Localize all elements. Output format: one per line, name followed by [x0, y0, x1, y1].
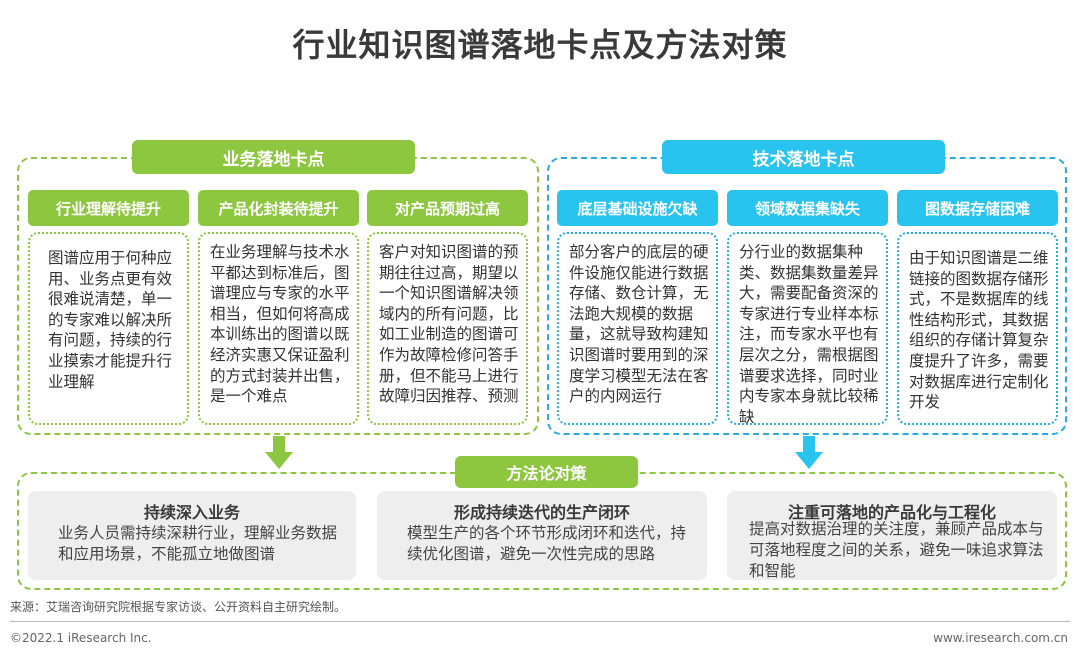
- source-note: 来源：艾瑞咨询研究院根据专家访谈、公开资料自主研究绘制。: [10, 600, 347, 614]
- methods-group-header: 方法论对策: [455, 456, 638, 488]
- technical-group-header: 技术落地卡点: [662, 140, 945, 174]
- method-title: 持续深入业务: [143, 503, 240, 522]
- business-column-title-3: 对产品预期过高: [367, 190, 528, 226]
- method-text: 业务人员需持续深耕行业，理解业务数据和应用场景，不能孤立地做图谱: [58, 524, 338, 563]
- technical-column-title-2: 领域数据集缺失: [727, 190, 888, 226]
- down-arrow-icon: [795, 436, 823, 469]
- method-text: 提高对数据治理的关注度，兼顾产品成本与可落地程度之间的关系，避免一味追求算法和智…: [749, 520, 1044, 580]
- business-group-header: 业务落地卡点: [132, 140, 415, 174]
- technical-column-text-3: 由于知识图谱是二维链接的图数据存储形式，不是数据库的线性结构形式，其数据组织的存…: [897, 232, 1058, 425]
- method-text: 模型生产的各个环节形成闭环和迭代，持续优化图谱，避免一次性完成的思路: [407, 524, 687, 563]
- business-column-title-1: 行业理解待提升: [28, 190, 189, 226]
- business-column-text-1: 图谱应用于何种应用、业务点更有效很难说清楚，单一的专家难以解决所有问题，持续的行…: [28, 232, 189, 425]
- method-title: 形成持续迭代的生产闭环: [453, 503, 630, 522]
- footer-divider: [10, 621, 1070, 622]
- method-card-3: 注重可落地的产品化与工程化 提高对数据治理的关注度，兼顾产品成本与可落地程度之间…: [727, 491, 1057, 580]
- method-card-1: 持续深入业务 业务人员需持续深耕行业，理解业务数据和应用场景，不能孤立地做图谱: [28, 491, 356, 580]
- website-link[interactable]: www.iresearch.com.cn: [933, 631, 1068, 645]
- page-title: 行业知识图谱落地卡点及方法对策: [292, 26, 788, 64]
- technical-column-text-1: 部分客户的底层的硬件设施仅能进行数据存储、数仓计算，无法跑大规模的数据量，这就导…: [557, 232, 718, 425]
- technical-column-text-2: 分行业的数据集种类、数据集数量差异大，需要配备资深的专家进行专业样本标注，而专家…: [727, 232, 888, 425]
- technical-column-title-3: 图数据存储困难: [897, 190, 1058, 226]
- business-column-text-3: 客户对知识图谱的预期往往过高，期望以一个知识图谱解决领域内的所有问题，比如工业制…: [367, 232, 528, 425]
- method-title: 注重可落地的产品化与工程化: [787, 503, 996, 522]
- copyright: ©2022.1 iResearch Inc.: [10, 631, 152, 645]
- business-column-text-2: 在业务理解与技术水平都达到标准后，图谱理应与专家的水平相当，但如何将高成本训练出…: [198, 232, 359, 425]
- technical-column-title-1: 底层基础设施欠缺: [557, 190, 718, 226]
- business-column-title-2: 产品化封装待提升: [198, 190, 359, 226]
- method-card-2: 形成持续迭代的生产闭环 模型生产的各个环节形成闭环和迭代，持续优化图谱，避免一次…: [377, 491, 707, 580]
- down-arrow-icon: [265, 436, 293, 469]
